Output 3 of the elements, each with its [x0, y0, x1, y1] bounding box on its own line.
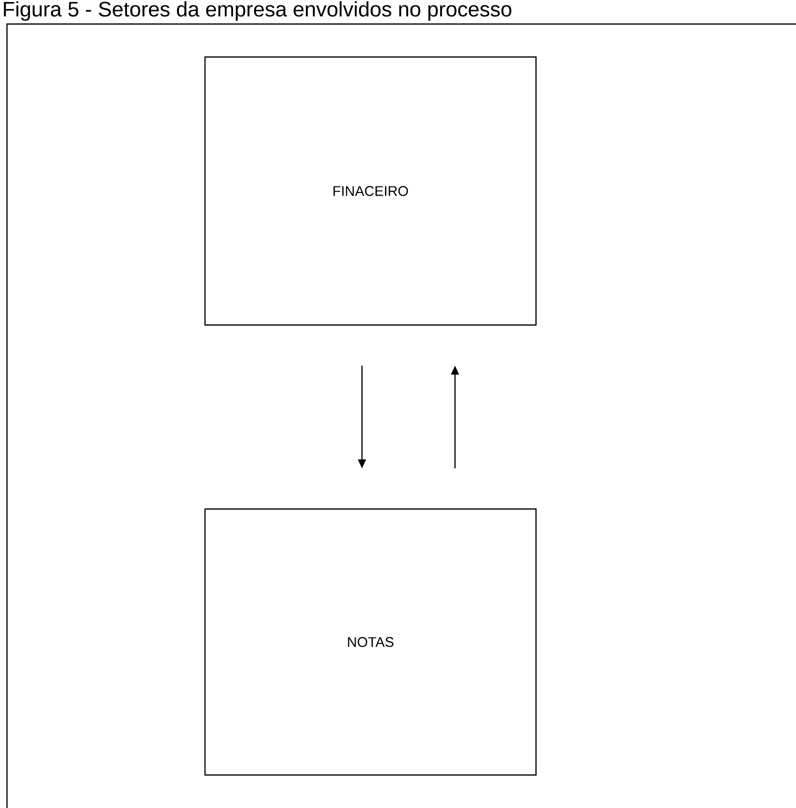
figure-title: Figura 5 - Setores da empresa envolvidos no processo	[4, 1, 512, 21]
process-box: FINACEIRO	[204, 56, 537, 326]
process-box: NOTAS	[204, 508, 537, 776]
